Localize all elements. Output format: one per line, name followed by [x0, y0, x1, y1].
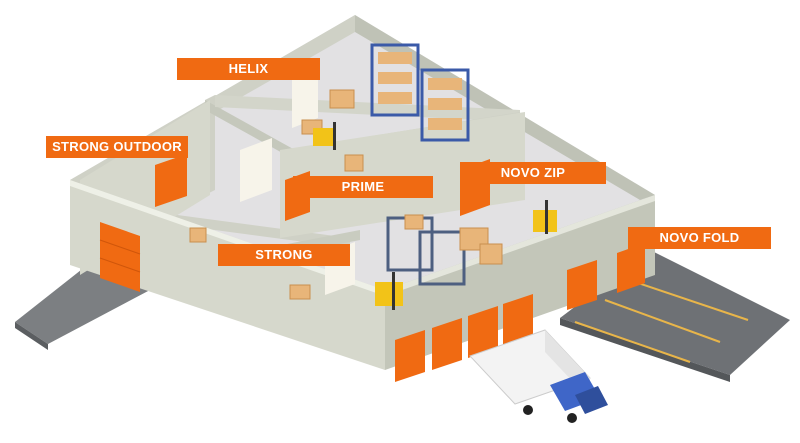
back-wall-right [355, 15, 655, 200]
label-helix: HELIX [177, 58, 320, 80]
forklift-1 [313, 122, 336, 150]
front-wall-left [70, 180, 385, 370]
label-prime: PRIME [293, 176, 433, 198]
forklift-2 [533, 200, 557, 234]
label-novo-zip: NOVO ZIP [460, 162, 606, 184]
boxes [189, 89, 503, 300]
truck [469, 329, 608, 423]
label-novo-fold: NOVO FOLD [628, 227, 771, 249]
label-strong: STRONG [218, 244, 350, 266]
forklift-3 [375, 272, 403, 310]
label-strong-outdoor: STRONG OUTDOOR [46, 136, 188, 158]
front-doors [395, 294, 533, 382]
